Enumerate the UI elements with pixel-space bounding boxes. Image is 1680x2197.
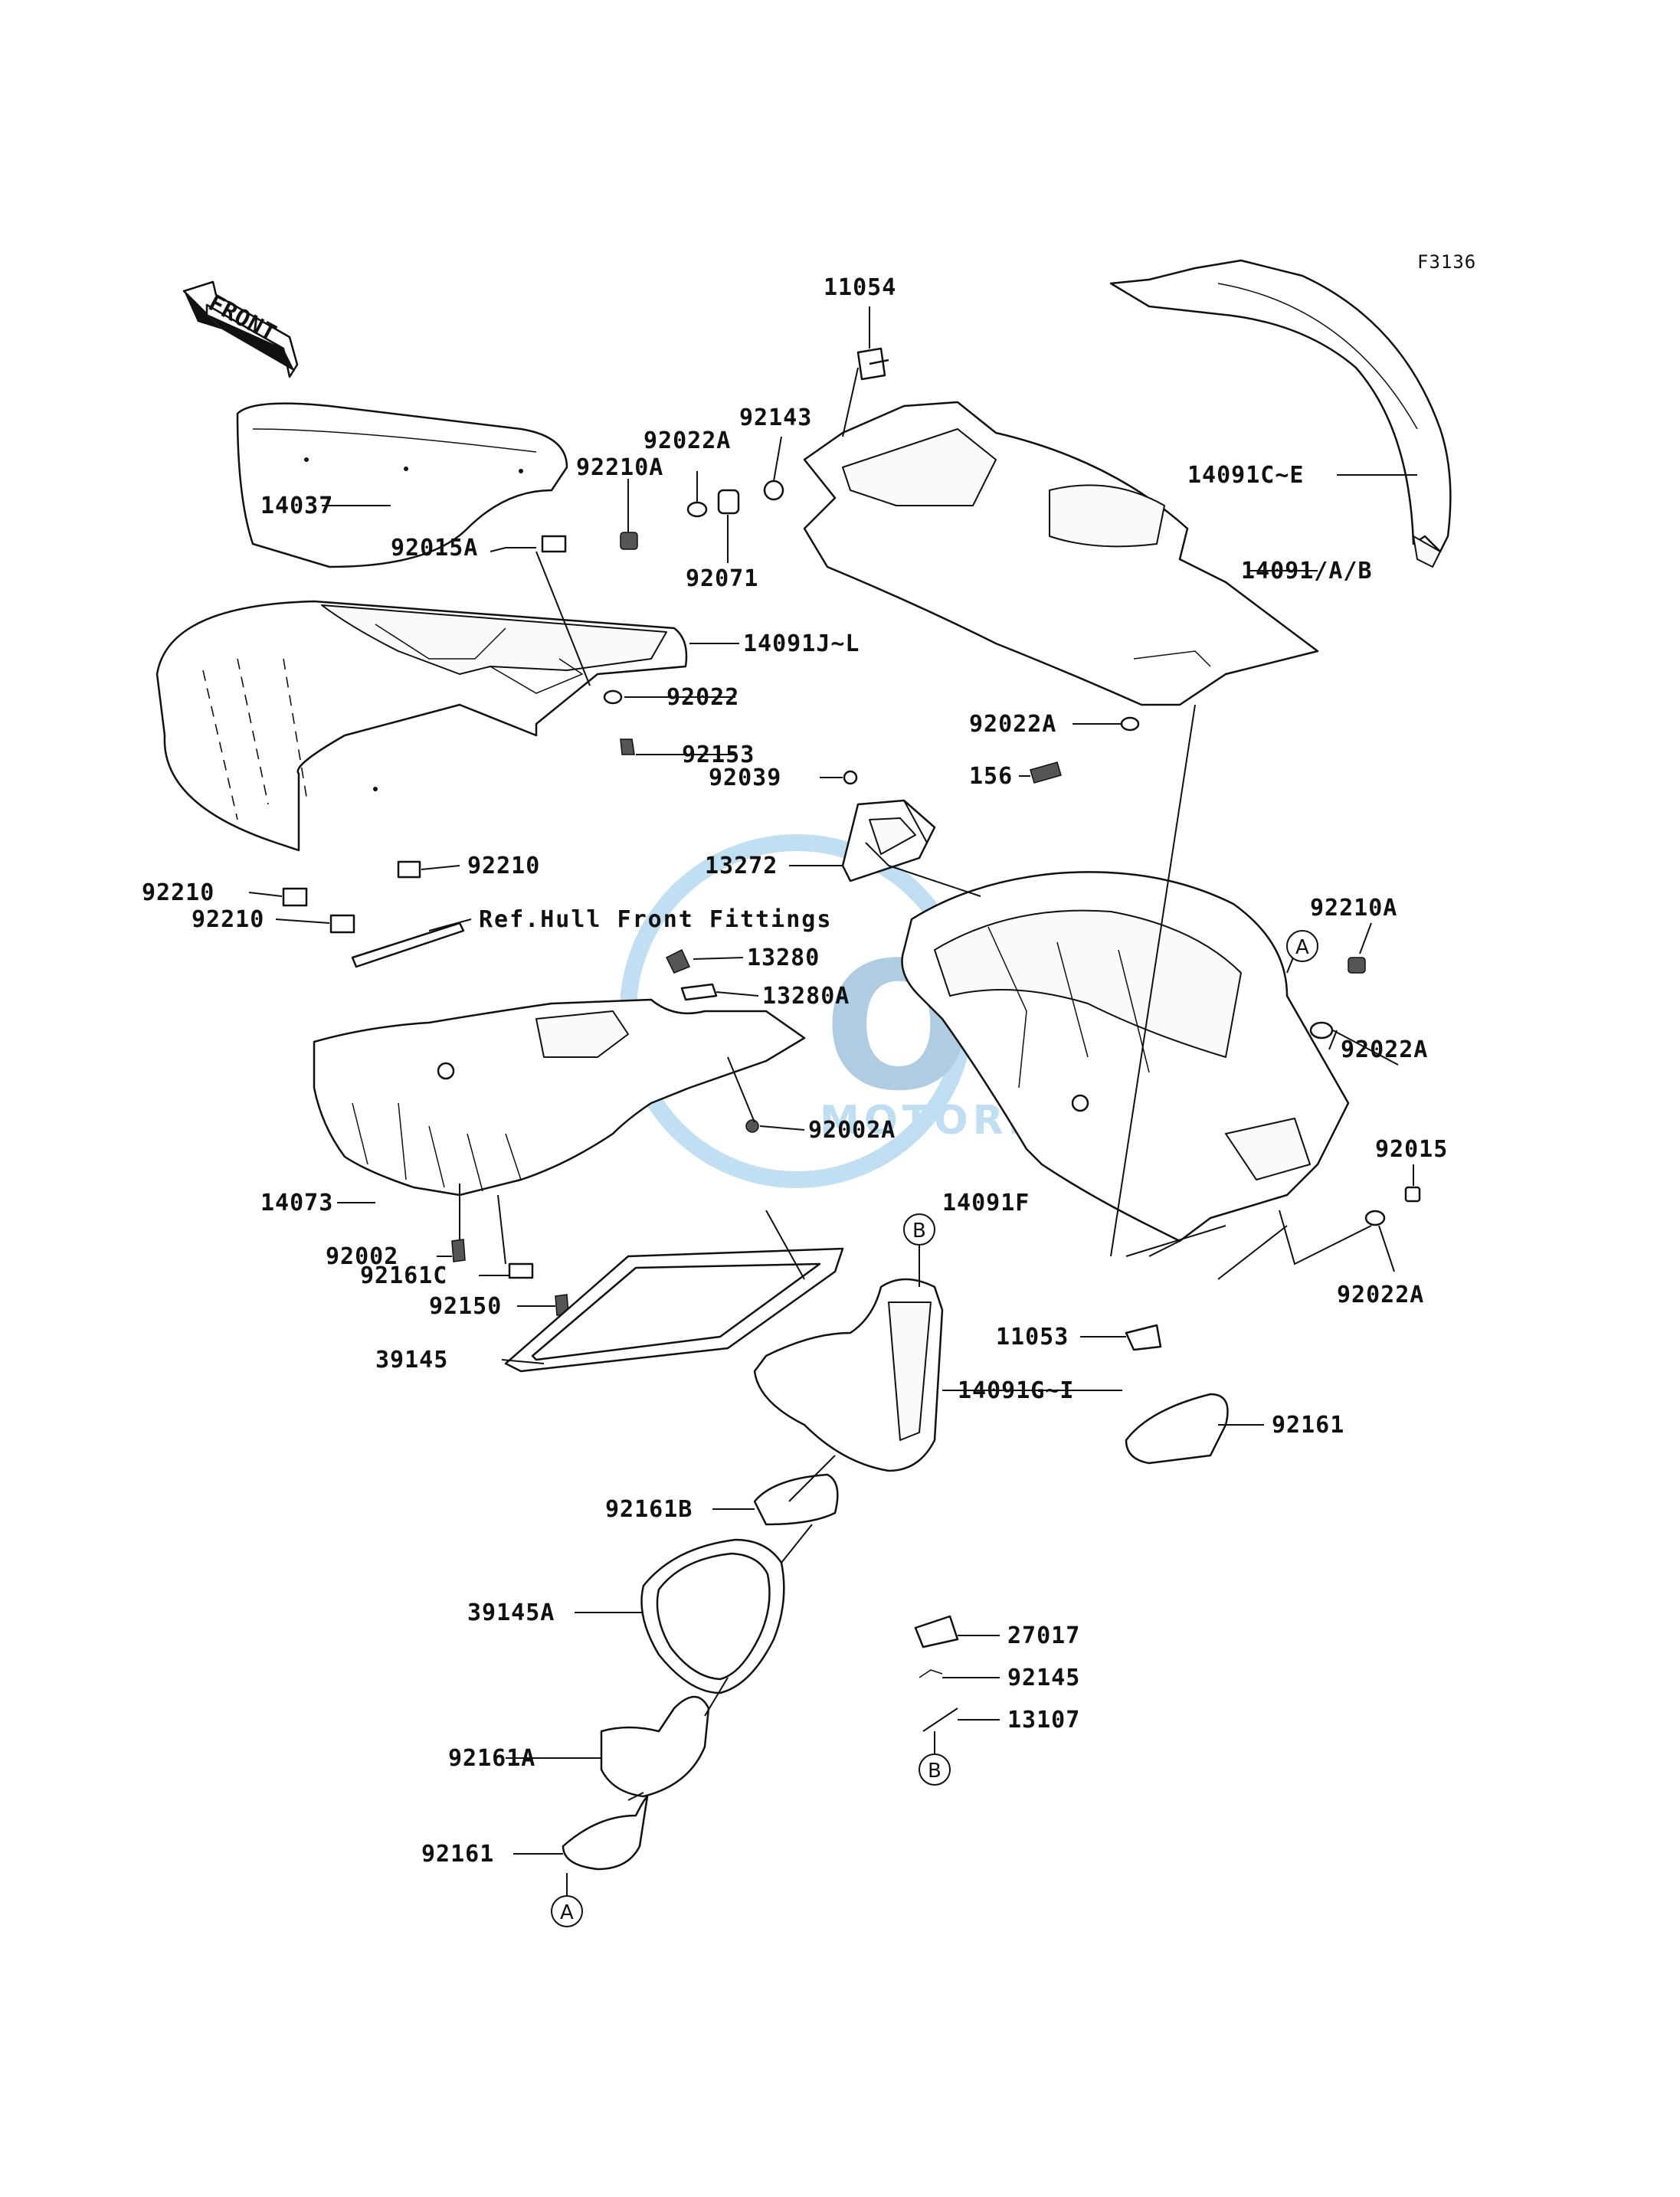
hardware-156-bolt-icon: [1030, 761, 1062, 784]
part-14091JL-seat: [156, 600, 688, 852]
label-11054: 11054: [824, 274, 896, 301]
part-92161-right-pad: [1125, 1393, 1229, 1465]
leader-lines: [248, 306, 1417, 1896]
hardware-92022A-icon: [686, 501, 708, 518]
label-39145: 39145: [375, 1347, 448, 1374]
part-92161A-pad: [600, 1695, 710, 1798]
label-13280A: 13280A: [762, 983, 850, 1010]
part-39145A-ring: [640, 1538, 785, 1694]
part-14091AB-side-panel: [803, 401, 1319, 706]
hardware-92022A-low-icon: [1364, 1210, 1386, 1226]
label-92015A: 92015A: [391, 535, 478, 562]
label-92039: 92039: [709, 765, 781, 791]
part-92161-bottom-pad: [562, 1795, 649, 1871]
hardware-top-row: [541, 480, 784, 755]
hardware-92015A-icon: [541, 535, 567, 553]
label-14091AB: 14091/A/B: [1241, 558, 1373, 584]
hardware-92022-icon: [603, 689, 623, 705]
label-92022: 92022: [666, 684, 739, 711]
label-92210-a: 92210: [467, 853, 540, 879]
ref-hull-front-fittings: Ref.Hull Front Fittings: [479, 906, 832, 933]
svg-text:A: A: [560, 1901, 574, 1924]
hardware-92210A-right-icon: [1348, 957, 1366, 974]
label-92002A: 92002A: [808, 1117, 896, 1144]
hardware-92022A-mid-icon: [1120, 716, 1140, 732]
clip-92210-a-icon: [397, 860, 421, 879]
callout-A-bottom: A: [551, 1895, 583, 1927]
part-11053-icon: [1125, 1324, 1162, 1351]
label-13280: 13280: [747, 945, 820, 971]
part-13280A-icon: [680, 983, 718, 1001]
part-14091F-hull: [901, 871, 1350, 1243]
svg-text:B: B: [912, 1220, 926, 1243]
part-13107-icon: [922, 1708, 958, 1732]
label-14091CE: 14091C~E: [1187, 462, 1305, 489]
part-92161B-pad: [753, 1473, 839, 1526]
label-92145: 92145: [1007, 1665, 1080, 1691]
hardware-92002-icon: [451, 1239, 466, 1262]
label-92150: 92150: [429, 1293, 502, 1320]
clip-92210-c-icon: [329, 914, 355, 934]
hardware-92039-icon: [843, 770, 858, 785]
label-92161A: 92161A: [448, 1745, 535, 1772]
part-14073-lower: [313, 998, 806, 1197]
label-92161C: 92161C: [360, 1262, 447, 1289]
label-92022A-right: 92022A: [1341, 1036, 1428, 1063]
label-11053: 11053: [996, 1324, 1069, 1351]
label-92210A-right: 92210A: [1310, 895, 1397, 922]
hardware-92071-icon: [717, 489, 740, 515]
label-92002: 92002: [326, 1243, 398, 1270]
part-labels: 11054 92143 92022A 92210A 14037 92015A 9…: [142, 274, 1448, 1868]
front-arrow-icon: FRONT: [182, 280, 299, 378]
part-92145-icon: [919, 1669, 943, 1678]
hardware-92002A-icon: [745, 1119, 759, 1133]
svg-text:A: A: [1295, 936, 1309, 959]
hardware-92015-icon: [1404, 1186, 1421, 1203]
hardware-92153-icon: [620, 738, 635, 755]
label-13272: 13272: [705, 853, 778, 879]
label-92161-right: 92161: [1272, 1412, 1344, 1439]
hardware-92143-icon: [763, 480, 784, 501]
svg-text:B: B: [928, 1760, 942, 1783]
label-92210A-top: 92210A: [576, 454, 663, 481]
part-13280-icon: [665, 948, 691, 974]
label-92161-bottom: 92161: [421, 1841, 494, 1868]
part-39145-gasket: [504, 1247, 844, 1373]
part-14091CE-panel: [1109, 259, 1452, 568]
label-14091GI: 14091G~I: [958, 1377, 1075, 1404]
callout-B-top: B: [903, 1213, 935, 1246]
label-92161B: 92161B: [605, 1496, 693, 1523]
label-92210-b: 92210: [142, 879, 215, 906]
part-13272-bracket: [841, 799, 936, 882]
label-92210-c: 92210: [192, 906, 264, 933]
label-92143: 92143: [739, 404, 812, 431]
label-92071: 92071: [686, 565, 758, 592]
label-14091F: 14091F: [942, 1190, 1030, 1216]
label-13107: 13107: [1007, 1707, 1080, 1734]
label-92022A-low: 92022A: [1337, 1282, 1424, 1308]
part-92161C-icon: [508, 1262, 534, 1279]
label-14037: 14037: [260, 493, 333, 519]
callout-A-top: A: [1286, 930, 1318, 962]
hardware-92210A-icon: [620, 532, 638, 550]
label-14073: 14073: [260, 1190, 333, 1216]
label-14091JL: 14091J~L: [743, 630, 860, 657]
callout-B-bottom: B: [919, 1753, 951, 1786]
ref-fitting-strip: [351, 922, 465, 968]
label-39145A: 39145A: [467, 1599, 555, 1626]
label-92153: 92153: [682, 742, 755, 768]
label-92022A-mid: 92022A: [969, 711, 1056, 738]
label-156: 156: [969, 763, 1013, 790]
part-14091GI-cover: [753, 1278, 944, 1472]
part-11054-clip: [856, 347, 889, 381]
label-27017: 27017: [1007, 1622, 1080, 1649]
diagram-code: F3136: [1417, 251, 1476, 273]
label-92015: 92015: [1375, 1136, 1448, 1163]
part-14037-cover: [236, 402, 568, 568]
label-92022A-top: 92022A: [644, 427, 731, 454]
clip-92210-b-icon: [282, 887, 308, 907]
hardware-92022A-right-icon: [1309, 1021, 1334, 1040]
part-27017-icon: [914, 1615, 959, 1649]
